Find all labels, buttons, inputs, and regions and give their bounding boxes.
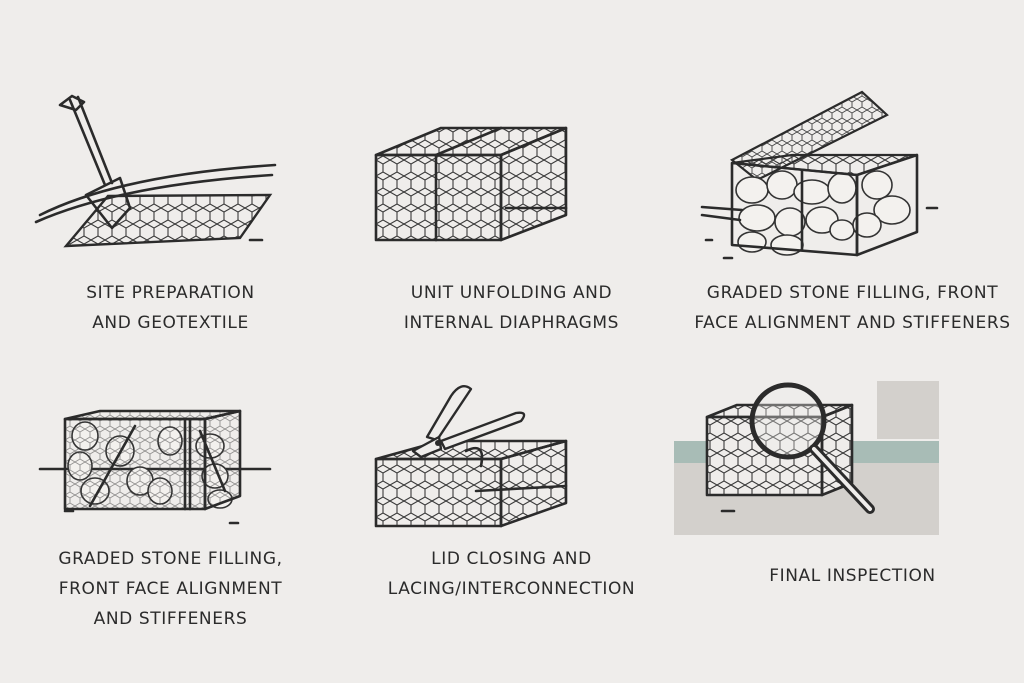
- caption-line: INTERNAL DIAPHRAGMS: [403, 313, 620, 333]
- step-site-preparation: SITE PREPARATION AND GEOTEXTILE: [0, 0, 341, 341]
- caption-line: AND GEOTEXTILE: [92, 313, 249, 333]
- caption-line: GRADED STONE FILLING,: [58, 549, 283, 569]
- gabion-box-icon: [374, 126, 568, 242]
- step-final-inspection: FINAL INSPECTION: [674, 341, 1023, 682]
- caption-line: LACING/INTERCONNECTION: [387, 579, 636, 599]
- shovel-icon: [34, 94, 277, 248]
- caption-line: SITE PREPARATION: [86, 283, 255, 303]
- caption-line: AND STIFFENERS: [93, 609, 248, 629]
- stiffened-gabion-icon: [38, 409, 272, 525]
- caption-line: FACE ALIGNMENT AND STIFFENERS: [694, 313, 1011, 333]
- caption-line: UNIT UNFOLDING AND: [410, 283, 613, 303]
- filled-gabion-icon: [700, 90, 939, 260]
- caption-line: LID CLOSING AND: [431, 549, 592, 569]
- caption-line: GRADED STONE FILLING, FRONT: [706, 283, 999, 303]
- magnifier-icon: [674, 381, 939, 535]
- caption-line: FINAL INSPECTION: [769, 566, 936, 586]
- step-lid-closing: LID CLOSING AND LACING/INTERCONNECTION: [341, 341, 682, 682]
- step-stone-filling-b: GRADED STONE FILLING, FRONT FACE ALIGNME…: [0, 341, 341, 682]
- caption-line: FRONT FACE ALIGNMENT: [58, 579, 283, 599]
- step-stone-filling-a: GRADED STONE FILLING, FRONT FACE ALIGNME…: [682, 0, 1023, 341]
- pliers-icon: [374, 385, 568, 528]
- step-unit-unfolding: UNIT UNFOLDING AND INTERNAL DIAPHRAGMS: [341, 0, 682, 341]
